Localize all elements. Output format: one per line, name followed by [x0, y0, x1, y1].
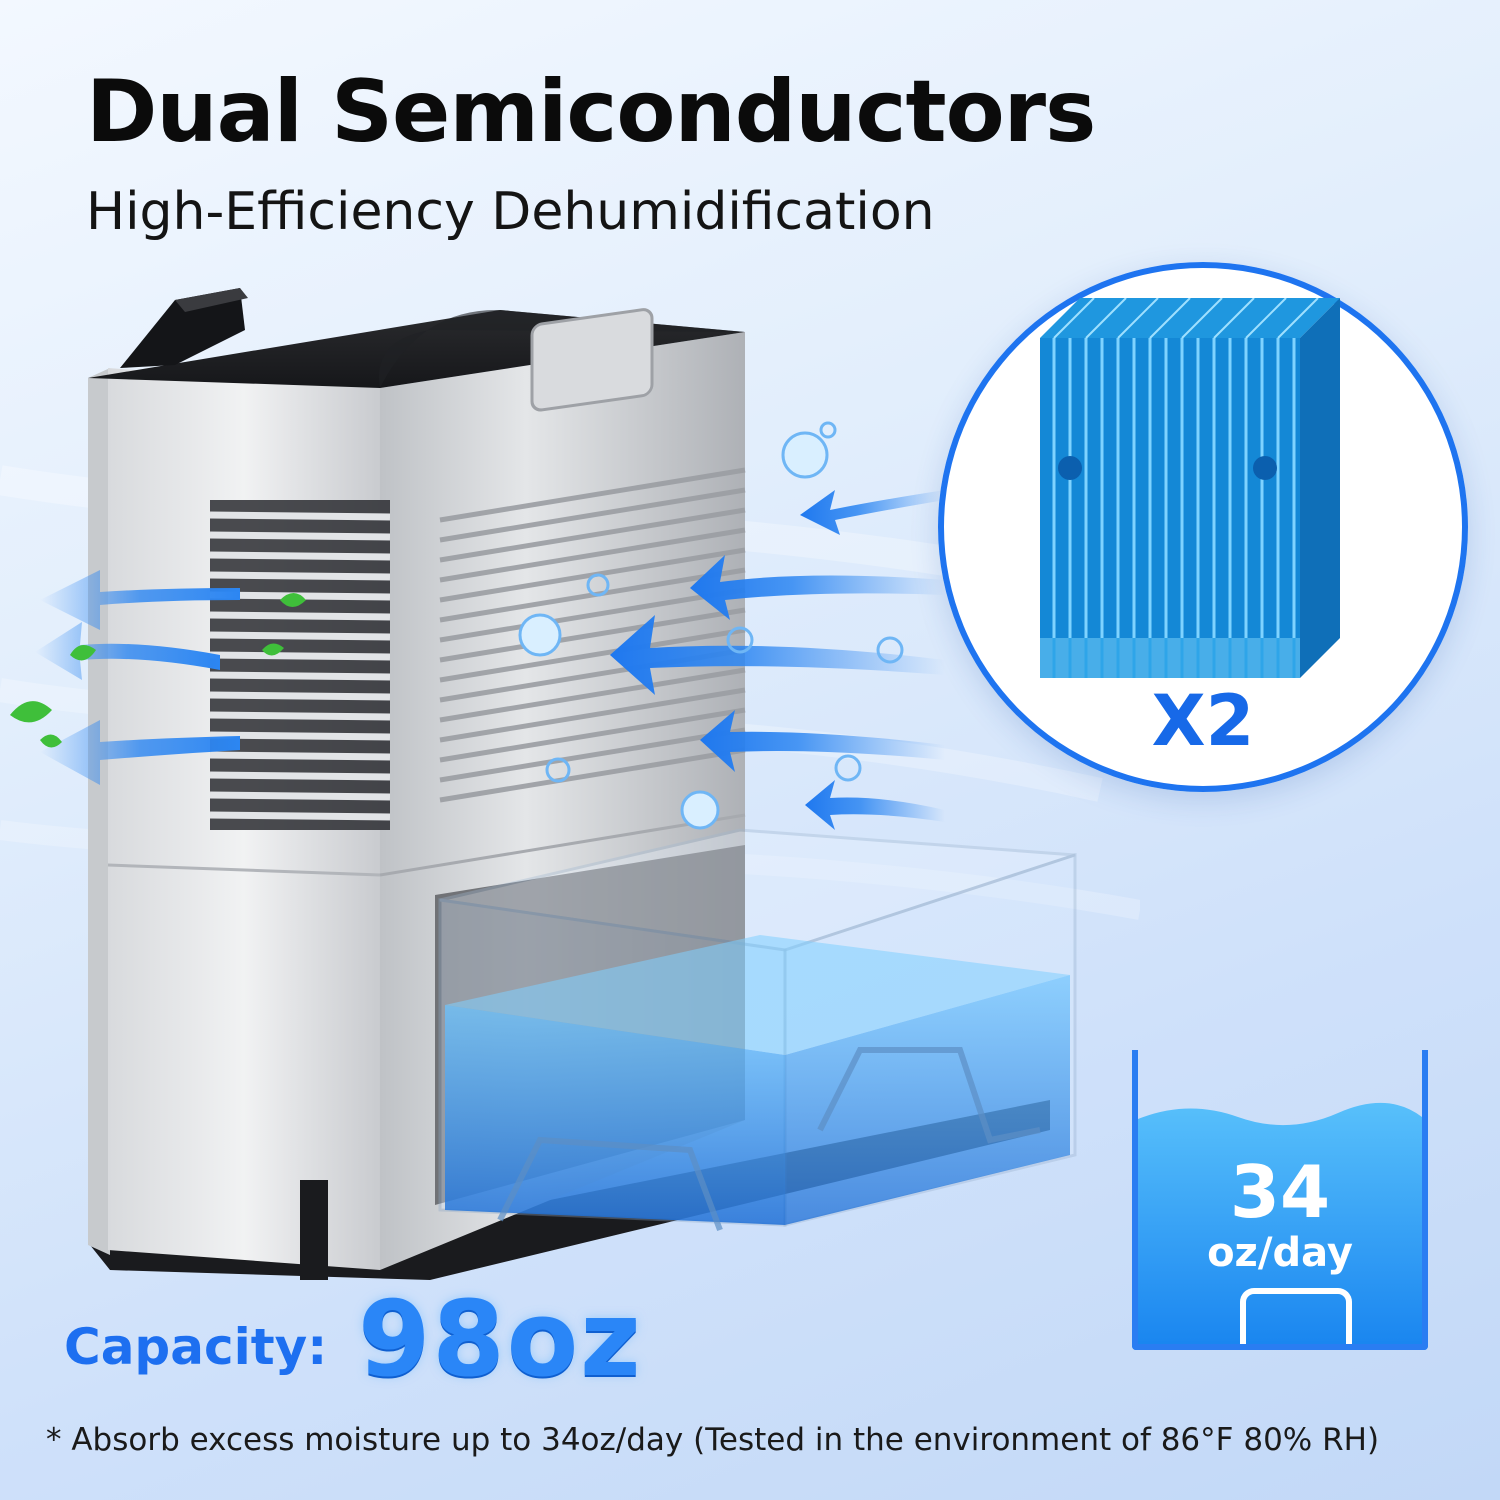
side-vent-grille [209, 500, 391, 830]
capacity-value: 98oz [358, 1278, 643, 1400]
headline: Dual Semiconductors [86, 62, 1096, 162]
capacity-label: Capacity: [64, 1318, 328, 1376]
exhaust-arrow-icon [35, 570, 240, 785]
water-tank [438, 828, 1077, 1232]
daily-capacity-unit: oz/day [1207, 1230, 1353, 1276]
water-tank-icon: 34 oz/day [1132, 1050, 1428, 1350]
gauge-water-fill [1138, 1102, 1422, 1344]
water-bubble-icon [518, 421, 904, 830]
semiconductor-chip-icon [1040, 298, 1340, 678]
leaf-icon [10, 593, 306, 748]
airflow-arrow-icon [610, 490, 945, 830]
chip-multiplier: X2 [1151, 680, 1255, 762]
gauge-handle-slot [1240, 1288, 1352, 1344]
dehumidifier-illustration [0, 288, 1140, 1280]
test-conditions-footnote: * Absorb excess moisture up to 34oz/day … [46, 1422, 1380, 1458]
daily-capacity-value: 34 [1229, 1150, 1331, 1234]
subheadline: High-Efficiency Dehumidification [86, 182, 935, 242]
